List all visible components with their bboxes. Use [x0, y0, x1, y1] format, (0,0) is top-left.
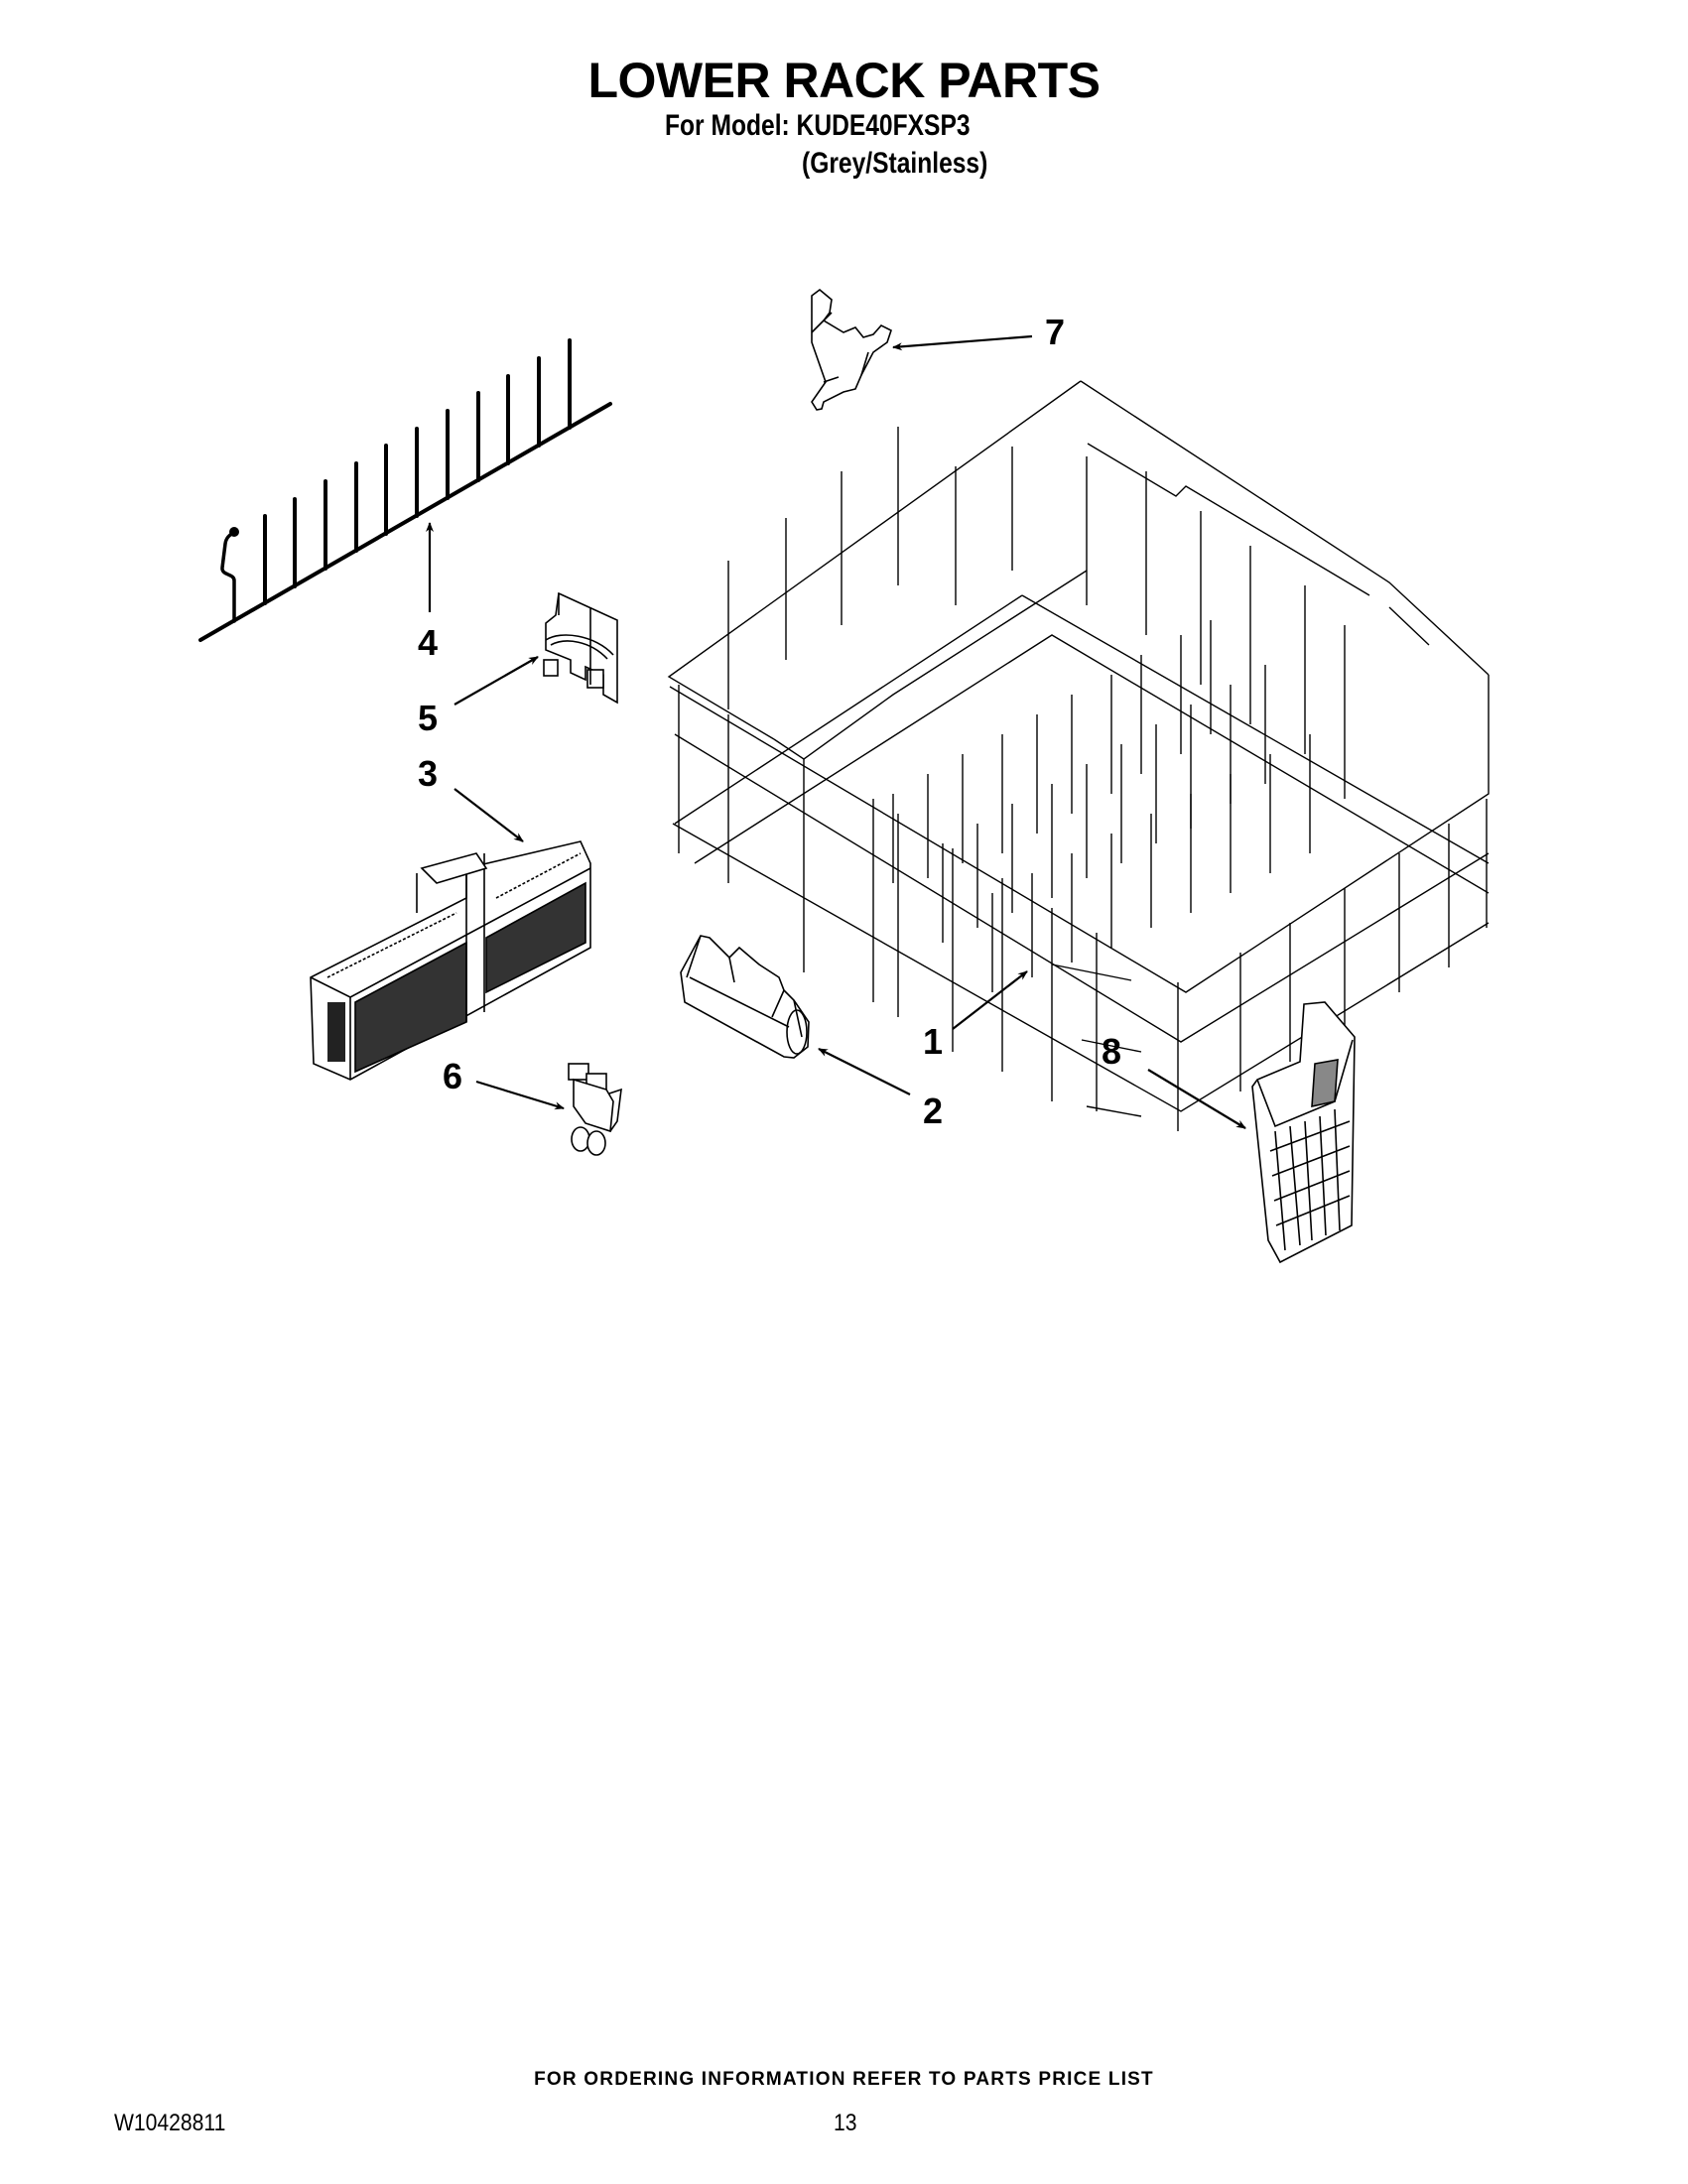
model-number: For Model: KUDE40FXSP3	[665, 109, 971, 142]
callout-5: 5	[418, 698, 439, 738]
rack-stop-clip-part	[811, 288, 892, 411]
callout-4: 4	[418, 622, 439, 663]
model-variant: (Grey/Stainless)	[802, 147, 988, 180]
arrow-5	[454, 656, 539, 706]
basket-clip-part	[568, 1063, 622, 1156]
callout-3: 3	[418, 753, 439, 794]
page-title: LOWER RACK PARTS	[587, 53, 1101, 108]
callout-arrows	[426, 334, 1246, 1129]
tine-row-part	[198, 338, 612, 642]
arrow-3	[454, 788, 524, 842]
arrow-8	[1147, 1069, 1246, 1129]
arrow-2	[818, 1048, 911, 1095]
silverware-basket-part	[310, 840, 591, 1081]
page-number: 13	[834, 2110, 857, 2136]
small-item-basket-part	[1251, 1001, 1356, 1264]
callout-6: 6	[443, 1056, 463, 1096]
arrow-7	[892, 334, 1033, 351]
callout-2: 2	[923, 1091, 944, 1131]
document-id: W10428811	[114, 2110, 226, 2136]
ordering-note: FOR ORDERING INFORMATION REFER TO PARTS …	[534, 2069, 1154, 2090]
rack-wheel-assembly-part	[680, 935, 810, 1059]
tine-clip-part	[543, 591, 618, 705]
callout-8: 8	[1102, 1031, 1122, 1072]
callout-7: 7	[1045, 312, 1066, 352]
arrow-1	[952, 970, 1028, 1030]
lower-rack-part	[667, 380, 1490, 1131]
callout-1: 1	[923, 1021, 944, 1062]
arrow-6	[475, 1080, 565, 1110]
